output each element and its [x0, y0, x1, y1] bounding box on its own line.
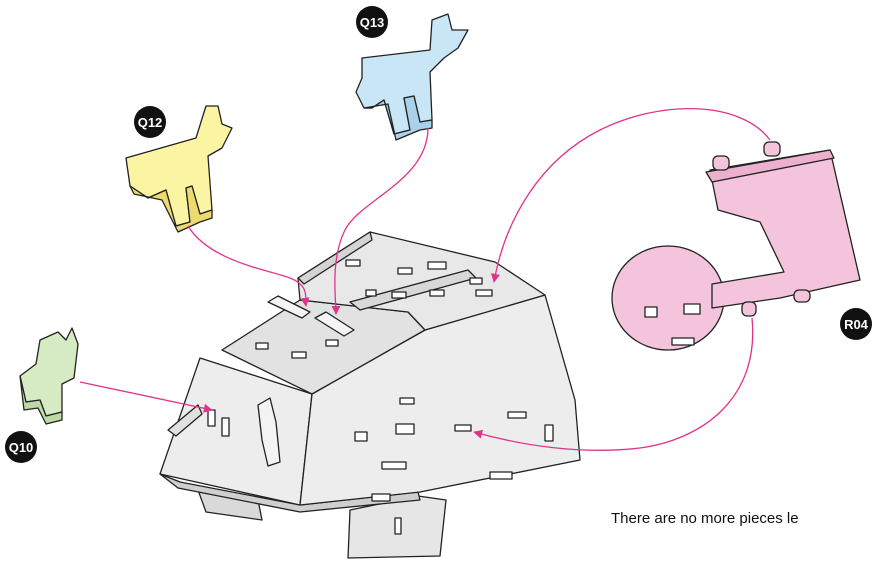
svg-text:Q10: Q10 [9, 440, 34, 455]
svg-text:Q12: Q12 [138, 115, 163, 130]
svg-text:Q13: Q13 [360, 15, 385, 30]
label-q13: Q13 [356, 6, 388, 38]
svg-text:R04: R04 [844, 317, 869, 332]
instruction-note: There are no more pieces le [611, 510, 799, 527]
label-q12: Q12 [134, 106, 166, 138]
label-r04: R04 [840, 308, 872, 340]
r04-disc [612, 246, 724, 350]
base-assembly [160, 232, 580, 558]
arrow-q12 [188, 226, 306, 306]
piece-r04 [612, 142, 860, 350]
label-q10: Q10 [5, 431, 37, 463]
piece-q10 [20, 328, 78, 424]
